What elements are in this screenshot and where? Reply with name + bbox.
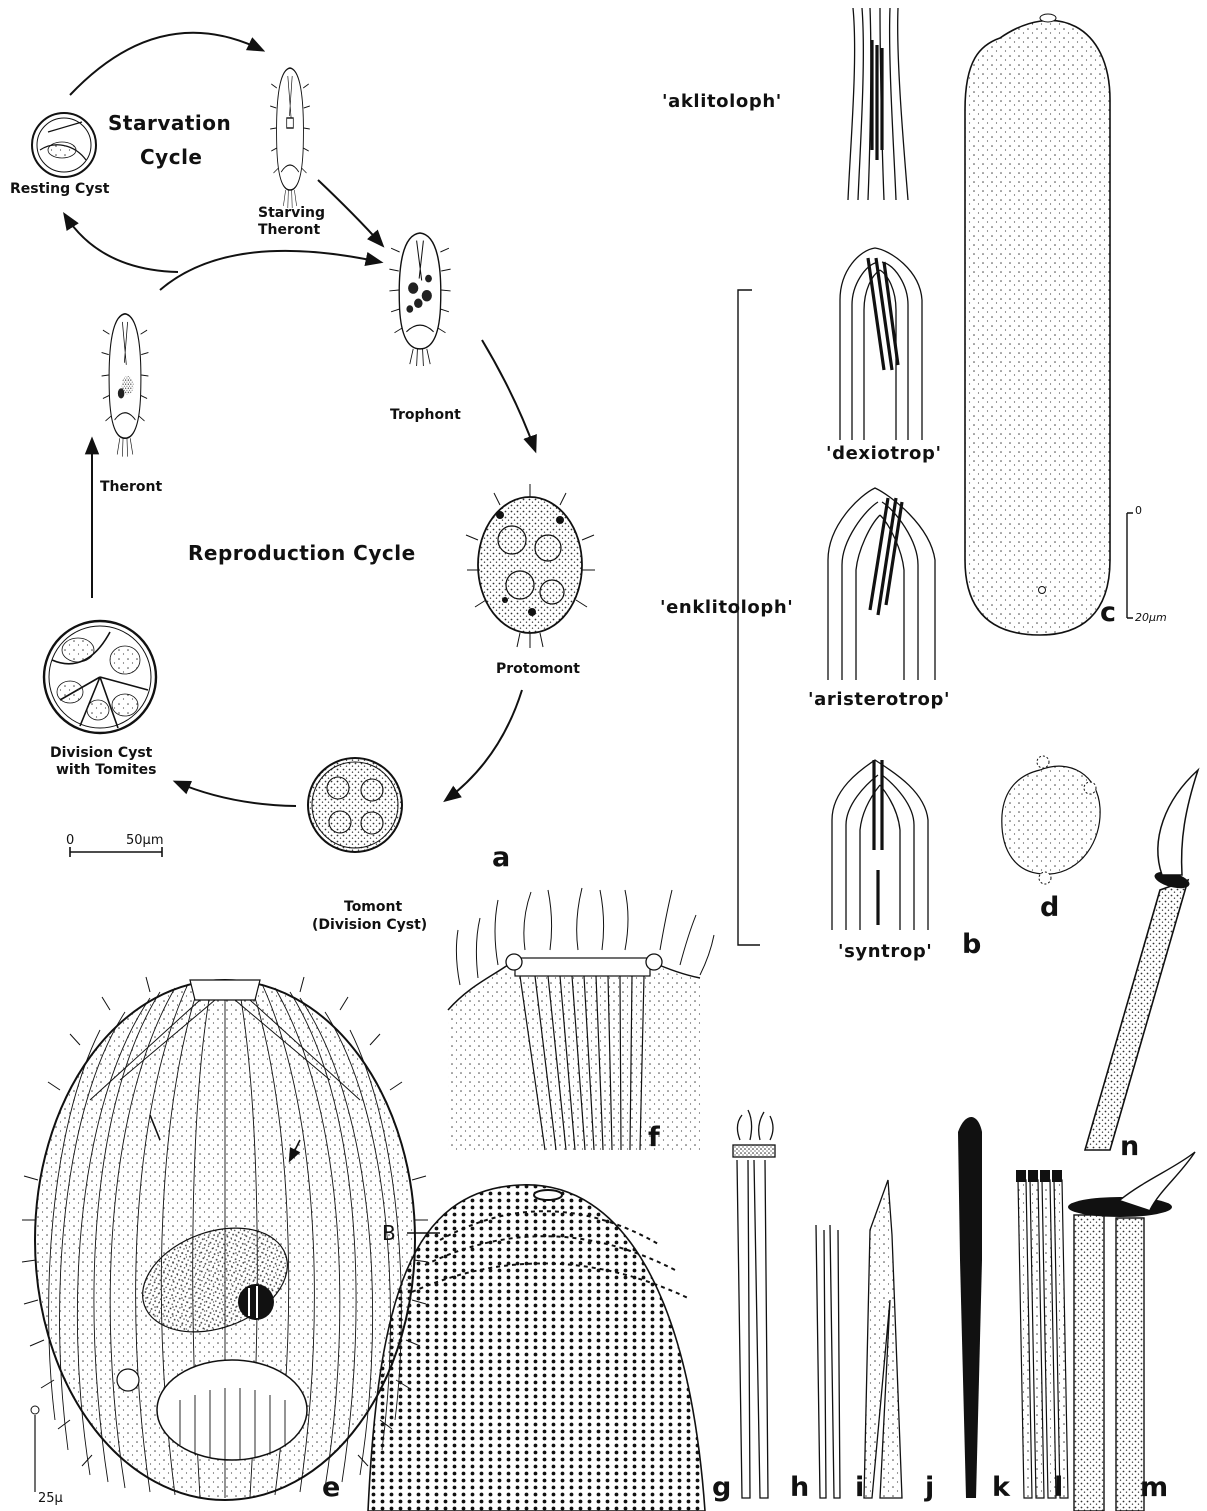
panel-letter-f: f [648, 1123, 660, 1153]
panel-d-cyst [1002, 756, 1100, 884]
label-enklitoloph: 'enklitoloph' [660, 598, 793, 618]
aklitoloph-drawing [848, 8, 908, 200]
aristerotrop-drawing [828, 488, 935, 680]
label-trophont: Trophont [390, 408, 461, 423]
protomont-drawing [466, 484, 595, 648]
label-aklitoloph: 'aklitoloph' [662, 92, 782, 112]
panel-h-drawing [733, 1110, 775, 1498]
panel-f-drawing [448, 888, 714, 1150]
scale-c-zero: 0 [1135, 505, 1142, 517]
life-cycle-panel [32, 33, 595, 857]
panel-e-cell [22, 977, 428, 1500]
label-syntrop: 'syntrop' [838, 942, 932, 962]
label-starving-theront-line1: Starving [258, 206, 325, 221]
label-theront: Theront [100, 480, 162, 495]
label-dexiotrop: 'dexiotrop' [826, 444, 942, 464]
scale-e-value: 25µ [38, 1492, 63, 1506]
division-cyst-drawing [44, 621, 156, 733]
panel-l-drawing [1016, 1170, 1068, 1498]
panel-letter-b: b [962, 930, 981, 960]
theront-drawing [102, 314, 149, 457]
label-protomont: Protomont [496, 662, 580, 677]
panel-letter-d: d [1040, 893, 1059, 923]
dexiotrop-drawing [840, 248, 922, 440]
tomont-drawing [308, 758, 402, 852]
label-aristerotrop: 'aristerotrop' [808, 690, 950, 710]
trophont-drawing [389, 233, 450, 366]
syntrop-drawing [832, 760, 928, 930]
panel-c-cell [965, 14, 1133, 635]
scale-c-value: 20µm [1135, 612, 1167, 624]
panel-letter-e: e [322, 1473, 340, 1503]
panel-letter-k: k [992, 1473, 1010, 1503]
panel-m-drawing [1068, 1152, 1195, 1511]
panel-letter-h: h [790, 1473, 809, 1503]
stomatogenesis-panel [738, 8, 935, 945]
scale-a-value: 50µm [126, 834, 163, 848]
starvation-title-line1: Starvation [108, 112, 231, 134]
panel-letter-m: m [1140, 1473, 1168, 1503]
panel-letter-l: l [1054, 1473, 1063, 1503]
starvation-title-line2: Cycle [140, 146, 203, 168]
reproduction-title: Reproduction Cycle [188, 542, 416, 564]
marker-B: B [382, 1222, 396, 1244]
panel-i-drawing [816, 1225, 840, 1498]
label-starving-theront-line2: Theront [258, 223, 320, 238]
label-tomont-line1: Tomont [344, 900, 402, 915]
panel-letter-i: i [855, 1473, 864, 1503]
panel-n-drawing [1085, 770, 1198, 1150]
panel-letter-n: n [1120, 1132, 1139, 1162]
label-division-cyst-line1: Division Cyst [50, 746, 152, 761]
panel-k-drawing [958, 1117, 982, 1498]
panel-letter-c: c [1100, 598, 1116, 628]
scale-a-zero: 0 [66, 834, 74, 848]
panel-j-drawing [864, 1180, 902, 1498]
panel-g-drawing [368, 1185, 705, 1511]
resting-cyst-drawing [32, 113, 96, 177]
starving-theront-drawing [270, 68, 310, 208]
panel-letter-g: g [712, 1473, 731, 1503]
panel-letter-j: j [925, 1473, 934, 1503]
label-tomont-line2: (Division Cyst) [312, 918, 427, 933]
label-division-cyst-line2: with Tomites [56, 763, 156, 778]
panel-letter-a: a [492, 843, 510, 873]
label-resting-cyst: Resting Cyst [10, 182, 109, 197]
